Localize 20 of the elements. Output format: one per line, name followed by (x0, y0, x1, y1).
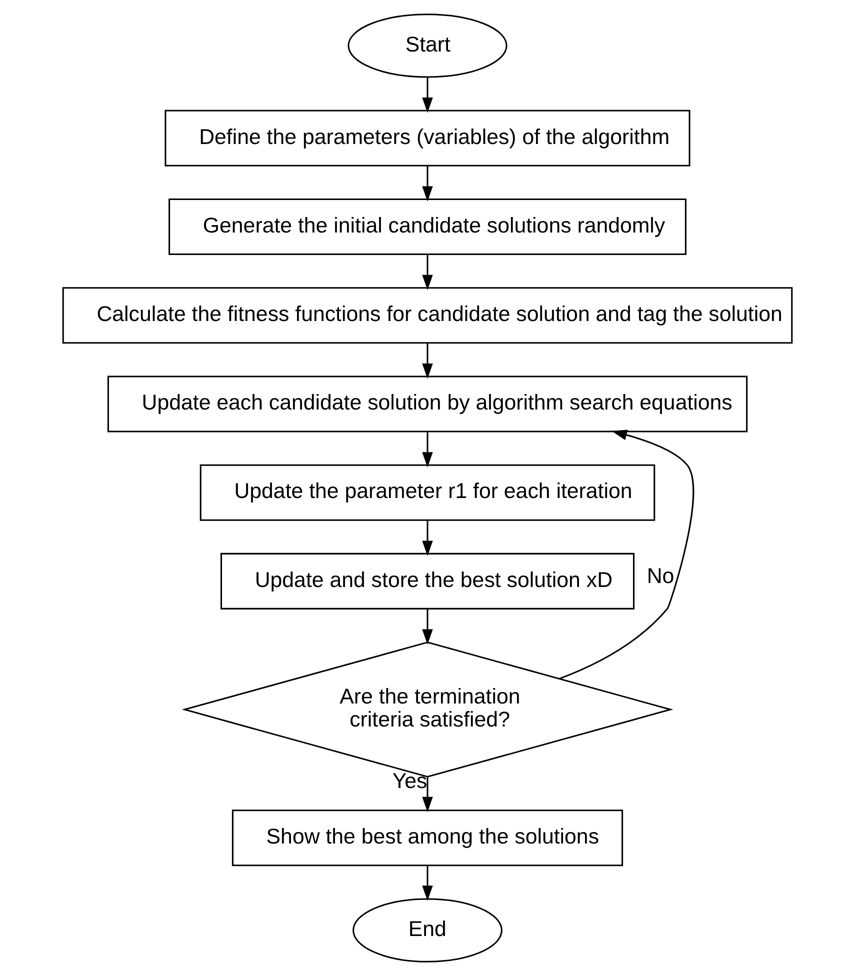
arrow (422, 166, 432, 202)
node-ellipse: End (352, 898, 502, 962)
arrow (422, 432, 432, 468)
node-ellipse: Start (347, 14, 507, 78)
node-box: Update and store the best solution xD (220, 552, 634, 610)
arrow (558, 430, 694, 680)
edge-label: No (646, 564, 674, 588)
node-box: Calculate the fitness functions for candidate solution and tag the solution (62, 287, 792, 344)
node-box: Update the parameter r1 for each iteration (199, 464, 655, 521)
arrow (422, 520, 432, 556)
node-box: Define the parameters (variables) of the algorithm (164, 110, 690, 166)
arrow (422, 343, 432, 379)
arrow (422, 777, 432, 812)
arrow (422, 77, 432, 113)
node-box: Show the best among the solutions (231, 810, 623, 866)
arrow (422, 609, 432, 645)
arrow (422, 254, 432, 290)
node-box: Generate the initial candidate solutions randomly (168, 198, 686, 255)
node-box: Update each candidate solution by algorithm search equations (106, 376, 748, 432)
arrow (422, 866, 432, 901)
